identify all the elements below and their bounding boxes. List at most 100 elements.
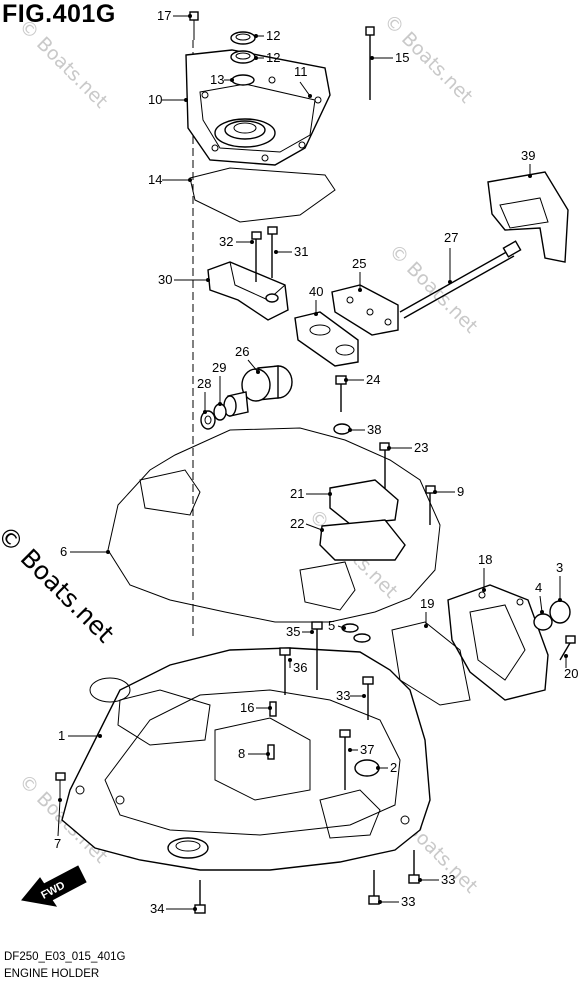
callout-leader-dot [314, 312, 318, 316]
callout-c21: 21 [290, 486, 332, 501]
callout-number: 28 [197, 376, 211, 391]
callout-leader-line [57, 799, 61, 837]
washer-38 [333, 423, 351, 435]
callout-number: 33 [336, 688, 350, 703]
callout-leader-dot [358, 288, 362, 292]
callout-c40: 40 [309, 284, 323, 316]
callout-leader-dot [268, 706, 272, 710]
callout-leader-dot [310, 630, 314, 634]
callout-c33c: 33 [418, 872, 455, 887]
callout-number: 5 [328, 618, 335, 633]
bolt-7 [55, 772, 66, 800]
o-ring-2 [354, 759, 380, 777]
callout-number: 38 [367, 422, 381, 437]
callout-leader-dot [230, 78, 234, 82]
dowel-8 [267, 744, 275, 760]
callout-c12b: 12 [254, 50, 280, 65]
callout-number: 26 [235, 344, 249, 359]
callout-c7: 7 [54, 798, 62, 851]
callout-c32: 32 [219, 234, 254, 249]
callout-leader-line [539, 595, 543, 613]
callout-leader-dot [184, 98, 188, 102]
callout-leader-dot [348, 428, 352, 432]
callout-number: 1 [58, 728, 65, 743]
callout-number: 20 [564, 666, 578, 681]
callout-number: 25 [352, 256, 366, 271]
callout-c37: 37 [348, 742, 374, 757]
callout-c16: 16 [240, 700, 272, 715]
bolt-15 [365, 26, 375, 100]
callout-leader-dot [308, 94, 312, 98]
callout-c19: 19 [420, 596, 434, 628]
callout-number: 12 [266, 50, 280, 65]
callout-leader-dot [378, 900, 382, 904]
callout-leader-dot [348, 748, 352, 752]
engine-holder-body [61, 647, 431, 871]
callout-c29: 29 [212, 360, 226, 406]
callout-c15: 15 [370, 50, 409, 65]
callout-number: 14 [148, 172, 162, 187]
callout-c36: 36 [288, 658, 307, 675]
callout-leader-dot [387, 446, 391, 450]
callout-c5: 5 [328, 618, 346, 633]
callout-leader-line [247, 359, 259, 373]
callout-leader-dot [206, 278, 210, 282]
callout-leader-dot [106, 550, 110, 554]
callout-c20: 20 [564, 654, 578, 681]
callout-leader-dot [188, 178, 192, 182]
cover-18 [447, 584, 549, 701]
washer-29 [213, 403, 227, 421]
callout-leader-dot [344, 378, 348, 382]
callout-c17: 17 [157, 8, 192, 23]
callout-number: 35 [286, 624, 300, 639]
callout-leader-dot [362, 694, 366, 698]
callout-leader-dot [254, 34, 258, 38]
callout-c10: 10 [148, 92, 188, 107]
callout-leader-dot [370, 56, 374, 60]
callout-leader-dot [188, 14, 192, 18]
callout-number: 19 [420, 596, 434, 611]
forward-direction-arrow: FWD [21, 865, 87, 907]
callout-leader-dot [418, 878, 422, 882]
callout-leader-dot [376, 766, 380, 770]
bolt-9 [425, 485, 436, 525]
callout-number: 32 [219, 234, 233, 249]
callout-number: 12 [266, 28, 280, 43]
callout-number: 11 [294, 64, 308, 79]
callout-c18: 18 [478, 552, 492, 592]
callout-number: 15 [395, 50, 409, 65]
bushing-26 [223, 365, 293, 417]
callout-c33b: 33 [378, 894, 415, 909]
callout-number: 22 [290, 516, 304, 531]
callout-leader-dot [250, 240, 254, 244]
callout-number: 36 [293, 660, 307, 675]
callout-number: 10 [148, 92, 162, 107]
callout-leader-dot [256, 370, 260, 374]
callout-c30: 30 [158, 272, 210, 287]
callout-number: 7 [54, 836, 61, 851]
callout-leader-dot [342, 626, 346, 630]
nut-28 [200, 410, 216, 430]
mount-bracket-30 [207, 261, 289, 321]
callout-c23: 23 [387, 440, 428, 455]
callout-c9: 9 [433, 484, 464, 499]
callout-c2: 2 [376, 760, 397, 775]
callout-leader-dot [448, 280, 452, 284]
callout-layer: 1234567891011121213141516171819202122232… [54, 8, 578, 916]
callout-c24: 24 [344, 372, 380, 387]
callout-leader-dot [274, 250, 278, 254]
callout-c34: 34 [150, 901, 197, 916]
callout-number: 17 [157, 8, 171, 23]
callout-leader-dot [203, 410, 207, 414]
callout-leader-dot [218, 402, 222, 406]
callout-c28: 28 [197, 376, 211, 414]
callout-leader-dot [288, 658, 292, 662]
callout-c38: 38 [348, 422, 381, 437]
callout-leader-line [305, 523, 323, 531]
callout-number: 27 [444, 230, 458, 245]
figure-caption: ENGINE HOLDER [4, 968, 100, 980]
oil-seals [230, 31, 256, 86]
callout-leader-dot [320, 528, 324, 532]
cap-3 [549, 600, 571, 624]
